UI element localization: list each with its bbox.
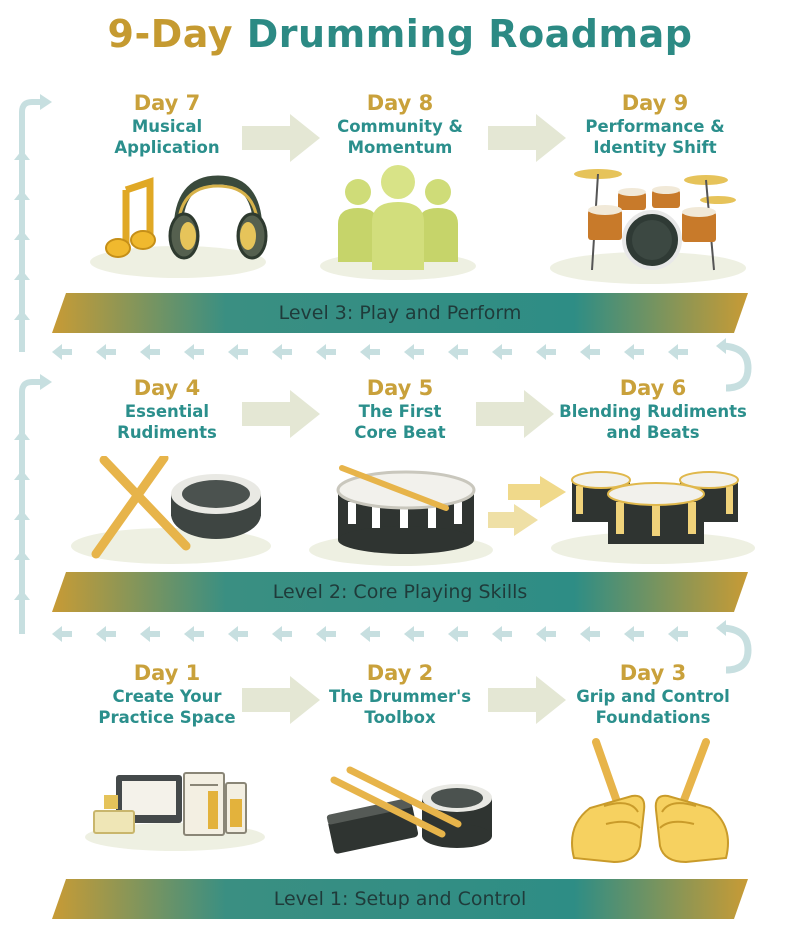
day-title-line2: and Beats xyxy=(606,423,700,442)
title-part2: Drumming Roadmap xyxy=(246,12,693,56)
day-label: Day 1 xyxy=(133,661,201,685)
day-7-card: Day 7 Musical Application xyxy=(67,90,267,158)
day-label: Day 2 xyxy=(366,661,434,685)
day-8-card: Day 8 Community & Momentum xyxy=(300,90,500,158)
day-title-line1: Musical xyxy=(131,117,203,136)
day-title-line2: Core Beat xyxy=(354,423,446,442)
day-title-line2: Foundations xyxy=(595,708,711,727)
flow-row-lower xyxy=(52,620,752,674)
day-label: Day 9 xyxy=(621,91,689,115)
day-title-line1: The Drummer's xyxy=(328,687,472,706)
day-6-card: Day 6 Blending Rudiments and Beats xyxy=(548,375,758,443)
day-5-card: Day 5 The First Core Beat xyxy=(300,375,500,443)
practice-space-icon xyxy=(85,772,265,851)
level-3-banner: Level 3: Play and Perform xyxy=(52,293,748,333)
day-2-card: Day 2 The Drummer's Toolbox xyxy=(300,660,500,728)
level-1-banner: Level 1: Setup and Control xyxy=(52,879,748,919)
day-label: Day 6 xyxy=(619,376,687,400)
day-label: Day 7 xyxy=(133,91,201,115)
page-title: 9-Day Drumming Roadmap xyxy=(0,12,800,56)
full-drum-kit-icon xyxy=(550,169,746,284)
drum-set-toms-icon xyxy=(551,471,755,564)
day-label: Day 3 xyxy=(619,661,687,685)
day-4-card: Day 4 Essential Rudiments xyxy=(67,375,267,443)
flow-row-upper xyxy=(52,338,752,392)
level-label: Level 1: Setup and Control xyxy=(273,888,527,910)
level-2-banner: Level 2: Core Playing Skills xyxy=(52,572,748,612)
people-group-icon xyxy=(320,165,476,280)
flow-column-upper xyxy=(14,94,52,352)
day-title-line2: Practice Space xyxy=(98,708,236,727)
day-title-line1: Grip and Control xyxy=(576,687,730,706)
practice-pad-sticks-icon xyxy=(326,766,492,854)
day-title-line2: Rudiments xyxy=(117,423,217,442)
level-label: Level 3: Play and Perform xyxy=(278,302,522,324)
day-title-line1: Create Your xyxy=(112,687,222,706)
level-label: Level 2: Core Playing Skills xyxy=(272,581,528,603)
banner-ribbon xyxy=(52,572,748,612)
day-title-line2: Toolbox xyxy=(364,708,436,727)
day-title-line1: The First xyxy=(358,402,442,421)
crossed-sticks-pad-icon xyxy=(71,456,271,564)
step-arrows xyxy=(242,114,566,724)
day-title-line1: Blending Rudiments xyxy=(559,402,747,421)
music-note-headphones-icon xyxy=(90,175,268,278)
day-title-line2: Identity Shift xyxy=(593,138,717,157)
banner-ribbon xyxy=(52,879,748,919)
day-9-card: Day 9 Performance & Identity Shift xyxy=(555,90,755,158)
day-title-line1: Essential xyxy=(124,402,210,421)
day-title-line2: Momentum xyxy=(347,138,453,157)
flow-column-lower xyxy=(14,374,52,634)
day-3-card: Day 3 Grip and Control Foundations xyxy=(553,660,753,728)
snare-drum-icon xyxy=(309,465,493,566)
day-label: Day 4 xyxy=(133,376,201,400)
hands-holding-sticks-icon xyxy=(571,738,729,864)
day-title-line1: Performance & xyxy=(585,117,725,136)
day-label: Day 5 xyxy=(366,376,434,400)
banner-ribbon xyxy=(52,293,748,333)
day-label: Day 8 xyxy=(366,91,434,115)
beat-arrows xyxy=(488,476,566,536)
day-title-line2: Application xyxy=(114,138,220,157)
title-part1: 9-Day xyxy=(107,12,234,56)
day-title-line1: Community & xyxy=(337,117,463,136)
day-1-card: Day 1 Create Your Practice Space xyxy=(67,660,267,728)
